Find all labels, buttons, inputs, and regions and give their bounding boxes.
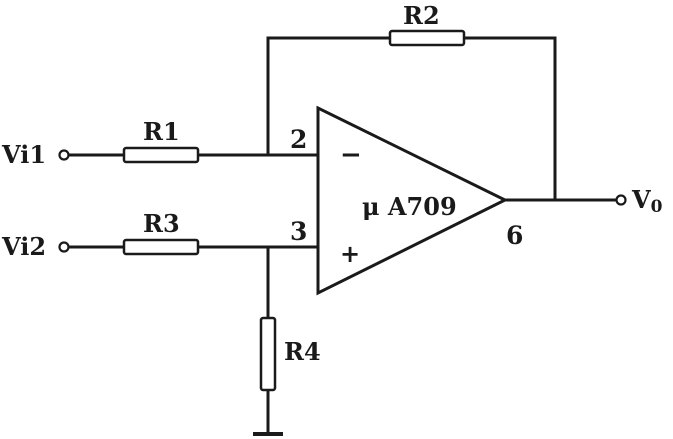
terminal-vi1	[58, 149, 70, 161]
inverting-input-sign: −	[340, 140, 362, 170]
resistor-r4	[259, 316, 277, 392]
label-pin-6: 6	[506, 221, 523, 250]
label-vo: V0	[631, 185, 663, 217]
label-pin-3: 3	[290, 217, 307, 246]
resistor-r2	[388, 29, 466, 47]
resistor-r1	[122, 146, 200, 164]
label-r3: R3	[143, 209, 180, 238]
op-amp-triangle	[316, 105, 509, 296]
resistor-r3	[122, 238, 200, 256]
label-vi1: Vi1	[1, 140, 46, 169]
terminal-vo	[615, 194, 627, 206]
noninverting-input-sign: +	[340, 240, 360, 268]
label-vo-subscript: 0	[651, 197, 663, 217]
label-pin-2: 2	[290, 125, 307, 154]
label-r2: R2	[403, 1, 440, 30]
label-vi2: Vi2	[1, 232, 46, 261]
terminal-vi2	[58, 241, 70, 253]
wires	[66, 36, 618, 436]
label-r4: R4	[284, 337, 321, 366]
label-r1: R1	[143, 117, 180, 146]
label-op-amp-model: μ A709	[362, 192, 457, 221]
